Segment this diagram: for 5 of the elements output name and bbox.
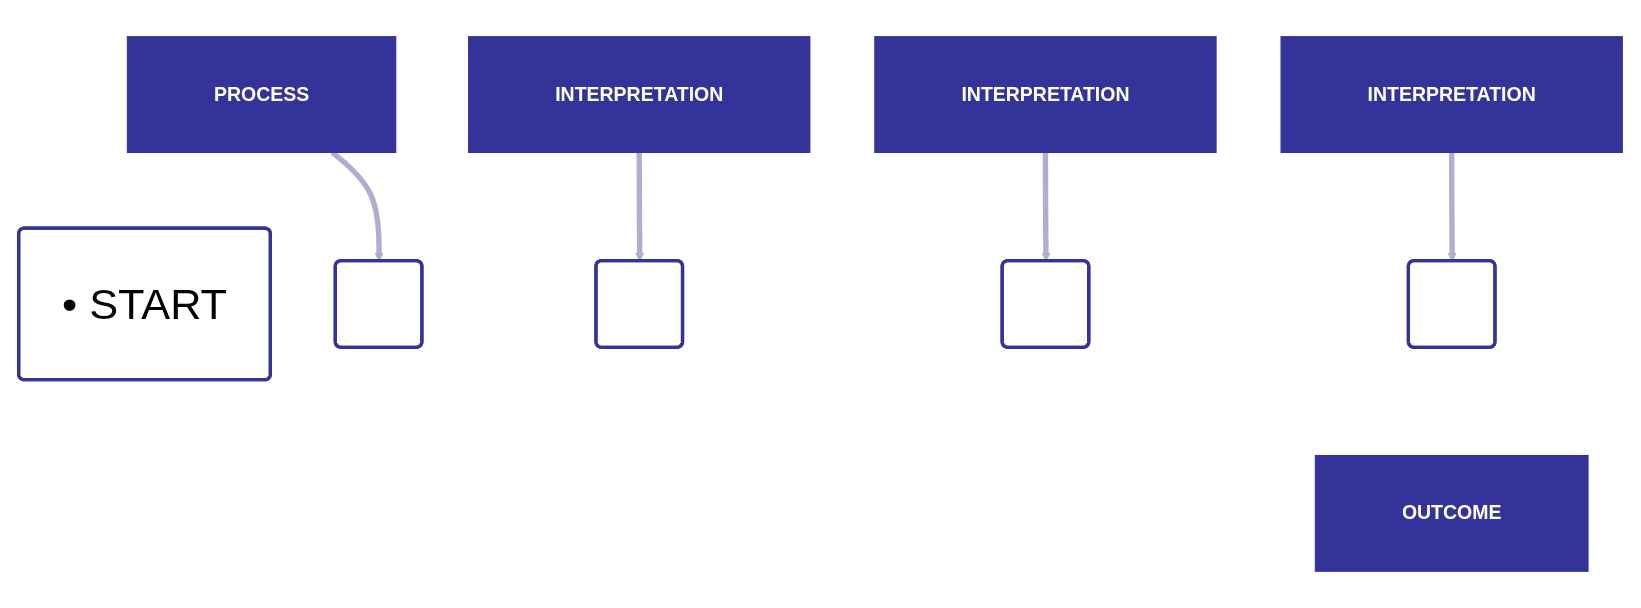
- node-box: INTERPRETATION: [468, 36, 811, 153]
- node-box: INTERPRETATION: [874, 36, 1217, 153]
- node-box: INTERPRETATION: [1280, 36, 1623, 153]
- node-box: OUTCOME: [1314, 454, 1589, 572]
- node-box: PROCESS: [126, 36, 397, 153]
